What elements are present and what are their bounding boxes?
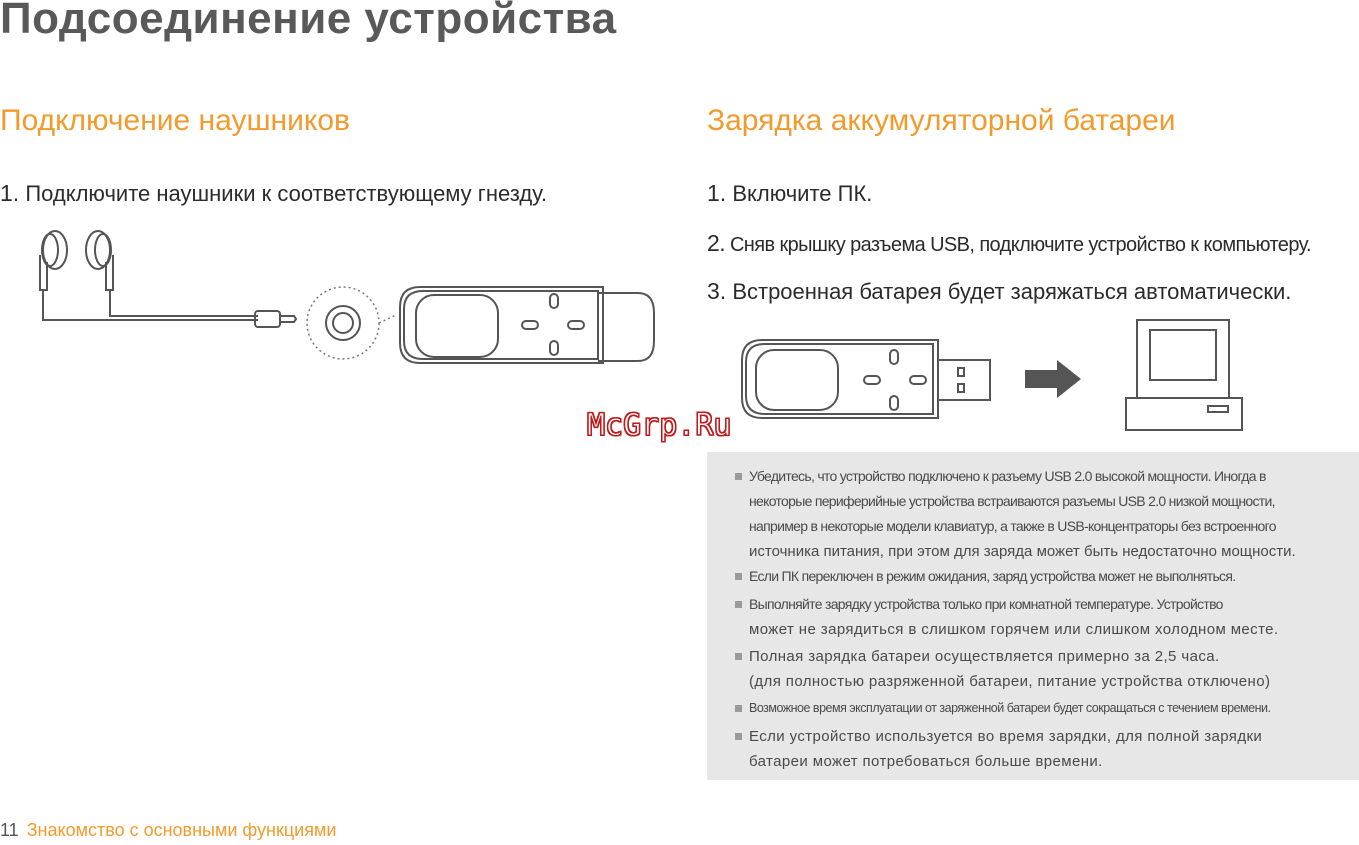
headphones-step-1: 1. Подключите наушники к соответствующем… (0, 180, 547, 207)
headphones-section-title: Подключение наушников (0, 104, 350, 137)
arrow-right-icon (1025, 360, 1081, 398)
page-number: 11 (0, 820, 19, 840)
footer: 11 Знакомство с основными функциями (0, 820, 336, 841)
square-bullet-icon (735, 653, 742, 660)
step-number: 3. (707, 278, 727, 304)
watermark: McGrp.Ru (587, 408, 732, 444)
step-text: Встроенная батарея будет заряжаться авто… (732, 279, 1292, 304)
square-bullet-icon (735, 473, 742, 480)
usb-player-icon (741, 339, 991, 419)
step-text: Сняв крышку разъема USB, подключите устр… (729, 234, 1312, 256)
note-line: (для полностью разряженной батареи, пита… (749, 673, 1271, 690)
square-bullet-icon (735, 601, 742, 608)
note-line: может не зарядиться в слишком горячем ил… (749, 621, 1279, 638)
computer-icon (1125, 319, 1243, 431)
page-title: Подсоединение устройства (0, 0, 617, 43)
earphones-icon (39, 230, 258, 321)
step-number: 2. (707, 230, 726, 256)
step-number: 1. (707, 180, 727, 206)
note-line: некоторые периферийные устройства встраи… (749, 493, 1275, 509)
charging-step-1: 1. Включите ПК. (707, 180, 872, 207)
square-bullet-icon (735, 733, 742, 740)
charging-step-2: 2. Сняв крышку разъема USB, подключите у… (707, 230, 1312, 257)
note-line: Полная зарядка батареи осуществляется пр… (749, 648, 1220, 665)
note-line: Если устройство используется во время за… (749, 728, 1263, 745)
note-line: например в некоторые модели клавиатур, а… (749, 518, 1277, 534)
square-bullet-icon (735, 573, 742, 580)
step-number: 1. (0, 180, 20, 206)
charging-section-title: Зарядка аккумуляторной батареи (707, 104, 1176, 137)
step-text: Подключите наушники к соответствующему г… (25, 181, 548, 206)
jack-plug-icon (254, 310, 298, 328)
square-bullet-icon (735, 705, 742, 712)
note-line: Выполняйте зарядку устройства только при… (749, 596, 1223, 612)
mp3-player-icon (399, 286, 655, 364)
note-line: источника питания, при этом для заряда м… (749, 543, 1296, 560)
note-line: батареи может потребоваться больше време… (749, 753, 1103, 770)
headphone-socket-icon (306, 286, 397, 360)
note-line: Убедитесь, что устройство подключено к р… (749, 468, 1266, 484)
footer-section-title: Знакомство с основными функциями (26, 820, 337, 840)
note-line: Если ПК переключен в режим ожидания, зар… (749, 568, 1236, 584)
step-text: Включите ПК. (732, 181, 873, 206)
notes-box: Убедитесь, что устройство подключено к р… (707, 452, 1359, 780)
charging-step-3: 3. Встроенная батарея будет заряжаться а… (707, 278, 1291, 305)
note-line: Возможное время эксплуатации от заряженн… (749, 701, 1271, 715)
